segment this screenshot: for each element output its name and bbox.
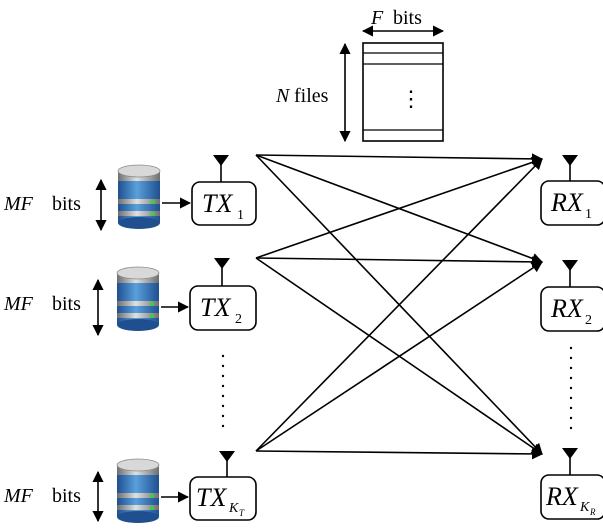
rx-label: RX xyxy=(550,294,584,323)
tx-label: TX xyxy=(196,483,227,512)
tx-node-box xyxy=(189,476,257,521)
cache-database-icon xyxy=(117,164,161,230)
file-count-var: N xyxy=(275,85,291,107)
cache-size-unit: bits xyxy=(52,485,81,507)
cache-size-var: MF xyxy=(3,293,34,315)
links xyxy=(255,153,544,460)
antenna-icon xyxy=(562,448,578,475)
file-width-var: F xyxy=(370,7,384,29)
rx-label: RX xyxy=(550,188,584,217)
tx-index-sub: T xyxy=(239,508,245,518)
file-rows-dots: ⋮ xyxy=(400,86,422,111)
antenna-icon xyxy=(214,258,230,286)
cache-size-unit: bits xyxy=(52,193,81,215)
file-library: F bits N files ⋮ xyxy=(275,7,445,143)
tx-label: TX xyxy=(202,189,233,218)
tx-node-box xyxy=(191,181,257,226)
antenna-icon xyxy=(213,155,229,182)
cache-size-unit: bits xyxy=(52,293,81,315)
rx-index: 1 xyxy=(585,207,592,222)
tx-index: K xyxy=(228,501,239,516)
rx-label: RX xyxy=(545,482,579,511)
receiver-2: RX 2 xyxy=(540,260,603,332)
rx-node-box xyxy=(540,474,603,520)
rx-node-box xyxy=(540,286,603,332)
tx-node-box xyxy=(189,285,257,331)
rx-index: 2 xyxy=(585,313,592,328)
cache-size-var: MF xyxy=(3,193,34,215)
cache-size-var: MF xyxy=(3,485,34,507)
antenna-icon xyxy=(562,260,578,287)
transmitter-2: MF bits TX 2 xyxy=(3,258,257,337)
file-width-unit: bits xyxy=(393,7,422,29)
transmitter-kt: MF bits TX K T xyxy=(3,451,257,524)
rx-index-sub: R xyxy=(589,507,596,517)
tx-label: TX xyxy=(200,293,231,322)
cache-database-icon xyxy=(116,458,160,524)
receiver-1: RX 1 xyxy=(540,155,603,226)
receiver-ellipsis xyxy=(569,346,573,430)
tx-index: 2 xyxy=(235,312,242,327)
transmitter-ellipsis xyxy=(221,354,225,428)
file-table xyxy=(362,42,444,142)
rx-index: K xyxy=(579,500,590,515)
transmitter-1: MF bits TX 1 xyxy=(3,155,257,232)
antenna-icon xyxy=(562,155,578,181)
file-count-unit: files xyxy=(294,85,329,107)
tx-index: 1 xyxy=(237,208,244,223)
receiver-kr: RX K R xyxy=(540,448,603,520)
antenna-icon xyxy=(219,451,235,477)
cache-database-icon xyxy=(116,266,160,332)
rx-node-box xyxy=(540,180,603,226)
